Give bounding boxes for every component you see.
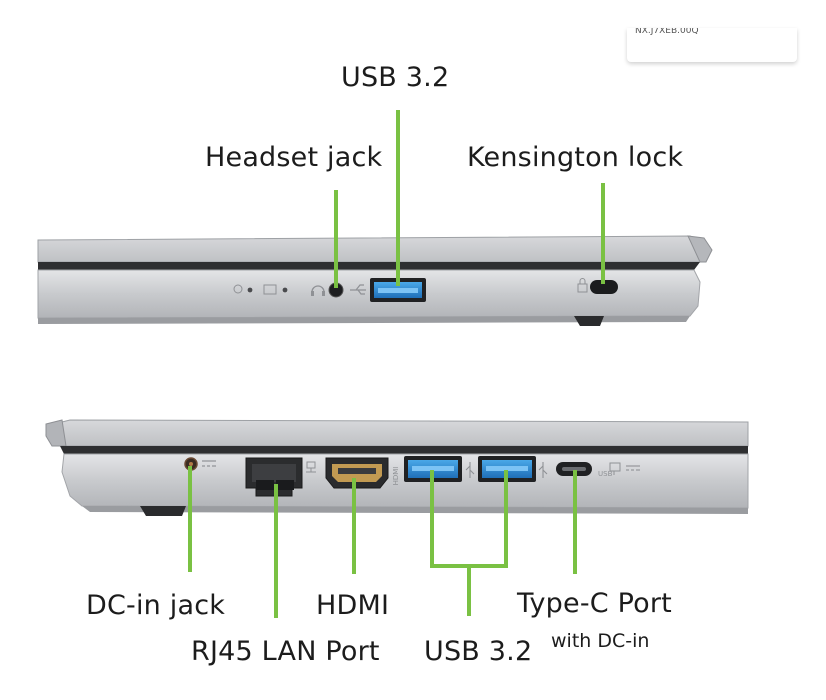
dc-symbol-icon: [202, 460, 216, 467]
type-c-port-label: Type-C Port: [517, 588, 672, 619]
lock-icon: [577, 278, 588, 293]
kensington-lock-label: Kensington lock: [467, 142, 684, 173]
hdmi-vertical-text: HDMI: [392, 467, 400, 486]
laptop-right-side: [37, 235, 713, 326]
sku-text: NX.J7XEB.00Q: [635, 28, 699, 36]
usb-label-top: USB 3.2: [341, 62, 450, 93]
usb-c-port: [556, 462, 592, 476]
network-icon: [306, 461, 316, 473]
usb-label-bottom: USB 3.2: [424, 636, 533, 667]
power-delivery-icon: [626, 465, 640, 471]
power-led-icon: [233, 284, 253, 294]
type-c-sublabel: with DC-in: [551, 630, 650, 652]
display-port-icon: [609, 462, 621, 475]
hdmi-port: [325, 457, 389, 489]
usb-symbol-icon-2: [538, 462, 548, 478]
usb-c-text: USB: [598, 470, 613, 478]
rj45-port: [245, 457, 303, 497]
dc-in-jack-label: DC-in jack: [86, 590, 226, 621]
kensington-slot: [590, 280, 618, 294]
bottom-callout-lines: [188, 466, 577, 618]
usb-a-port-1: [404, 456, 462, 482]
usb-symbol-icon: [350, 284, 366, 295]
sku-card: NX.J7XEB.00Q: [627, 28, 797, 62]
battery-led-icon: [263, 284, 288, 295]
rj45-lan-port-label: RJ45 LAN Port: [191, 636, 380, 667]
top-callout-lines: [334, 110, 605, 288]
usb-symbol-icon-1: [465, 462, 475, 478]
usb-a-port-top: [370, 278, 426, 302]
usb-a-port-2: [478, 456, 536, 482]
laptop-left-side: HDMI USB: [45, 419, 749, 516]
hdmi-label: HDMI: [316, 590, 390, 621]
headset-icon: [311, 285, 325, 296]
headset-jack-label: Headset jack: [205, 142, 383, 173]
